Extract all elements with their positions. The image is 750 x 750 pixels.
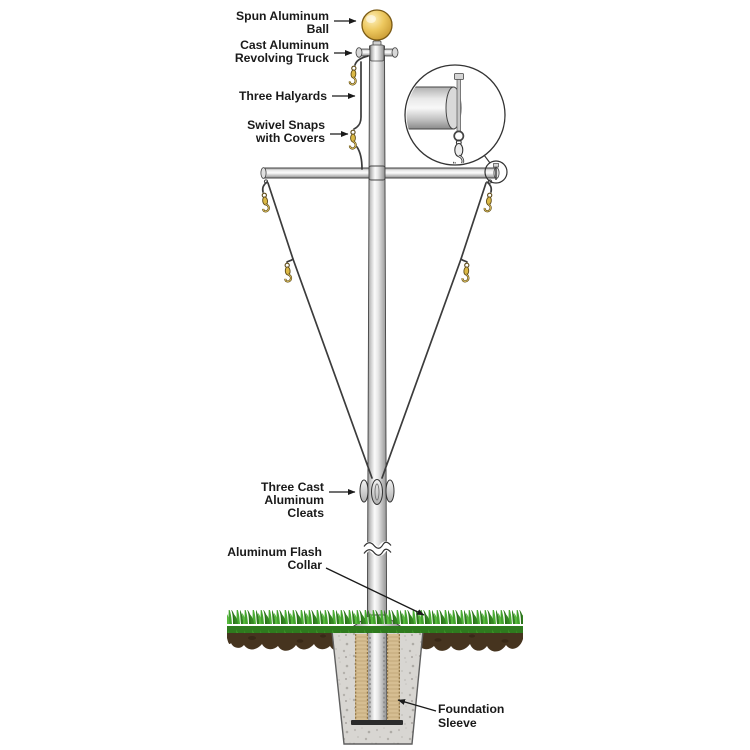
swivel-snap-icon [483, 191, 494, 213]
label-ball-line1: Spun Aluminum [236, 9, 329, 23]
pole-break [360, 541, 395, 557]
label-sleeve-line1: Foundation [438, 702, 504, 716]
label-cleats-line3: Cleats [287, 506, 324, 520]
swivel-snap-icon [461, 261, 471, 283]
label-cleats-line1: Three Cast [261, 480, 324, 494]
label-collar-line2: Collar [287, 558, 322, 572]
swivel-snap-icon [282, 261, 293, 283]
label-collar-line1: Aluminum Flash [227, 545, 322, 559]
collar-arrow [325, 567, 425, 616]
soil-clumps [248, 634, 509, 643]
leader-arrows [325, 18, 437, 712]
cleats [359, 479, 395, 505]
label-snaps-line1: Swivel Snaps [247, 118, 325, 132]
label-snaps-line2: with Covers [255, 131, 325, 145]
label-ball-line2: Ball [307, 22, 329, 36]
halyard-ropes [261, 55, 493, 479]
revolving-truck [355, 37, 399, 62]
magnifier-circle [484, 160, 508, 184]
labels: Spun Aluminum Ball Cast Aluminum Revolvi… [227, 9, 504, 730]
pole-underground-ticks [369, 637, 385, 720]
inset-connector [483, 154, 491, 164]
swivel-snap-icon [348, 129, 357, 150]
foundation-sleeve [355, 634, 400, 722]
base-plate [351, 720, 403, 725]
label-sleeve-line2: Sleeve [438, 716, 477, 730]
label-truck-line2: Revolving Truck [235, 51, 329, 65]
swivel-snap-icon [348, 64, 358, 86]
label-cleats-line2: Aluminum [264, 493, 324, 507]
label-halyards: Three Halyards [239, 89, 327, 103]
label-truck-line1: Cast Aluminum [240, 38, 329, 52]
swivel-snap-icon [259, 191, 271, 213]
grass [227, 610, 523, 633]
inset-detail [404, 64, 506, 166]
spun-aluminum-ball [361, 9, 393, 41]
sleeve-arrow [397, 699, 437, 712]
